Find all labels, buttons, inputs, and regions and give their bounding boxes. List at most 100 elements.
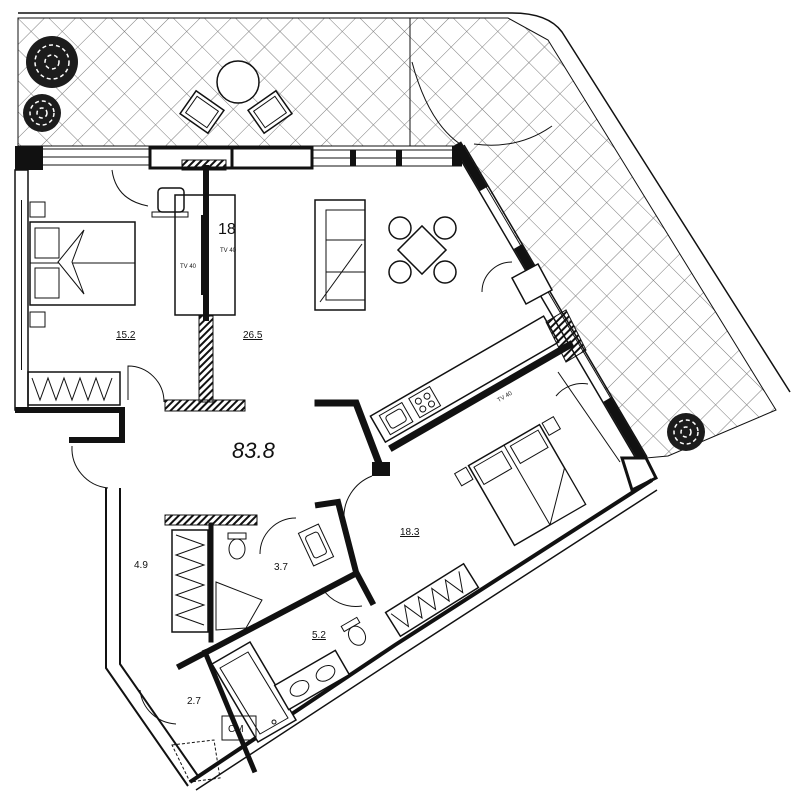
room-area-bedroom-2: 18.3 xyxy=(400,527,420,538)
wall-right-outer xyxy=(463,144,648,458)
door-swing-icon xyxy=(473,125,553,146)
corridor-wc: 4.9 3.7 xyxy=(134,514,360,671)
door-swing-icon xyxy=(343,475,373,521)
wall-left-corridor-outer xyxy=(105,488,189,787)
tv-label-kitchen: TV 40 xyxy=(497,390,514,404)
chair xyxy=(388,260,412,284)
column xyxy=(510,262,554,306)
bedroom-1-bottom-wall xyxy=(15,407,125,443)
door-swing-icon xyxy=(555,383,589,397)
toilet-icon xyxy=(340,616,367,646)
pillow xyxy=(509,429,549,465)
kitchen-partition xyxy=(314,399,385,471)
terrace-lounge-chair xyxy=(178,89,226,135)
pillow xyxy=(473,450,513,486)
dining-table-icon xyxy=(388,216,457,284)
pillow xyxy=(34,267,60,299)
hallway: CM 2.7 xyxy=(139,689,257,783)
window xyxy=(312,146,462,167)
window-bench xyxy=(557,371,621,463)
desk-chair xyxy=(151,187,189,218)
bedroom-2-top-wall xyxy=(388,340,575,452)
utility-closet xyxy=(171,739,221,783)
kitchen-counter: TV 40 xyxy=(369,315,575,452)
room-area-wc: 3.7 xyxy=(274,562,288,573)
living-room: 26.5 xyxy=(243,199,513,341)
tree-icon xyxy=(667,413,705,451)
window xyxy=(43,148,150,166)
room-area-corridor: 4.9 xyxy=(134,560,148,571)
bathroom: 5.2 xyxy=(201,587,367,774)
partition-wall-hatched xyxy=(164,399,246,412)
wc-fixture xyxy=(215,581,263,631)
wall-right-column xyxy=(603,397,649,466)
tv-label-left: TV 40 xyxy=(180,264,197,270)
kitchen-door-swing xyxy=(481,261,513,293)
sofa-icon xyxy=(314,199,366,311)
chair xyxy=(433,216,457,240)
wardrobe-icon xyxy=(384,562,480,638)
partition-wall-hatched xyxy=(198,315,214,403)
wall-right-inner xyxy=(454,149,639,463)
door-swing-icon xyxy=(411,61,461,145)
room-area-hallway: 2.7 xyxy=(187,696,201,707)
tree-icon xyxy=(26,36,78,88)
bedroom-1: 15.2 xyxy=(15,165,246,443)
bed-icon xyxy=(453,415,587,547)
nightstand xyxy=(29,201,46,218)
tv-label-right: TV 40 xyxy=(220,248,237,254)
door-swing-icon xyxy=(71,445,109,489)
tv-unit: 18 TV 40 TV 40 xyxy=(174,194,237,316)
bedroom-2-partition xyxy=(314,498,377,607)
bedroom-2: 18.3 xyxy=(314,371,621,638)
wardrobe-icon xyxy=(171,529,209,633)
door-swing-icon xyxy=(139,689,177,725)
room-area-living: 26.5 xyxy=(243,330,263,341)
wall-bottom-right-outer xyxy=(195,489,658,791)
bed-icon xyxy=(29,201,136,328)
toilet-icon xyxy=(227,532,247,560)
wall-corner xyxy=(15,146,43,170)
terrace-table xyxy=(216,60,260,104)
total-area: 83.8 xyxy=(232,438,276,463)
nightstand xyxy=(29,311,46,328)
chair xyxy=(388,216,412,240)
wall-segment xyxy=(230,146,314,170)
wardrobe-icon xyxy=(27,371,121,406)
bed-fold xyxy=(549,466,587,526)
cm-label: CM xyxy=(228,724,244,735)
wall-stub xyxy=(372,462,390,476)
column xyxy=(545,309,587,363)
kitchen: TV 40 xyxy=(314,262,587,476)
pillow xyxy=(34,227,60,259)
door-swing-icon xyxy=(321,587,363,607)
terrace-lounge-chair xyxy=(246,89,294,135)
terrace xyxy=(17,12,791,459)
entrance xyxy=(69,437,125,489)
door-swing-icon xyxy=(111,169,149,207)
sink-icon xyxy=(297,523,335,567)
room-area-bathroom: 5.2 xyxy=(312,630,326,641)
bathroom-left-wall xyxy=(201,648,258,774)
nightstand xyxy=(453,466,474,487)
door-swing-icon xyxy=(127,365,165,403)
terrace-railing xyxy=(18,12,791,393)
wall-right-column xyxy=(453,141,488,192)
tree-icon xyxy=(23,94,61,132)
tv-panel xyxy=(201,215,207,295)
tv-number: 18 xyxy=(218,221,236,238)
cm-box xyxy=(221,715,257,741)
sink-icon xyxy=(378,401,414,436)
chair xyxy=(433,260,457,284)
room-area-bedroom-1: 15.2 xyxy=(116,330,136,341)
table xyxy=(396,224,448,276)
bed-fold xyxy=(57,229,85,295)
wall-left-corridor-inner xyxy=(119,488,199,777)
stove-icon xyxy=(408,385,442,419)
wall-corner xyxy=(619,456,659,493)
sink-icon xyxy=(273,649,351,711)
bath-partition xyxy=(175,569,360,671)
door-swing-icon xyxy=(259,517,297,555)
nightstand xyxy=(541,415,562,436)
